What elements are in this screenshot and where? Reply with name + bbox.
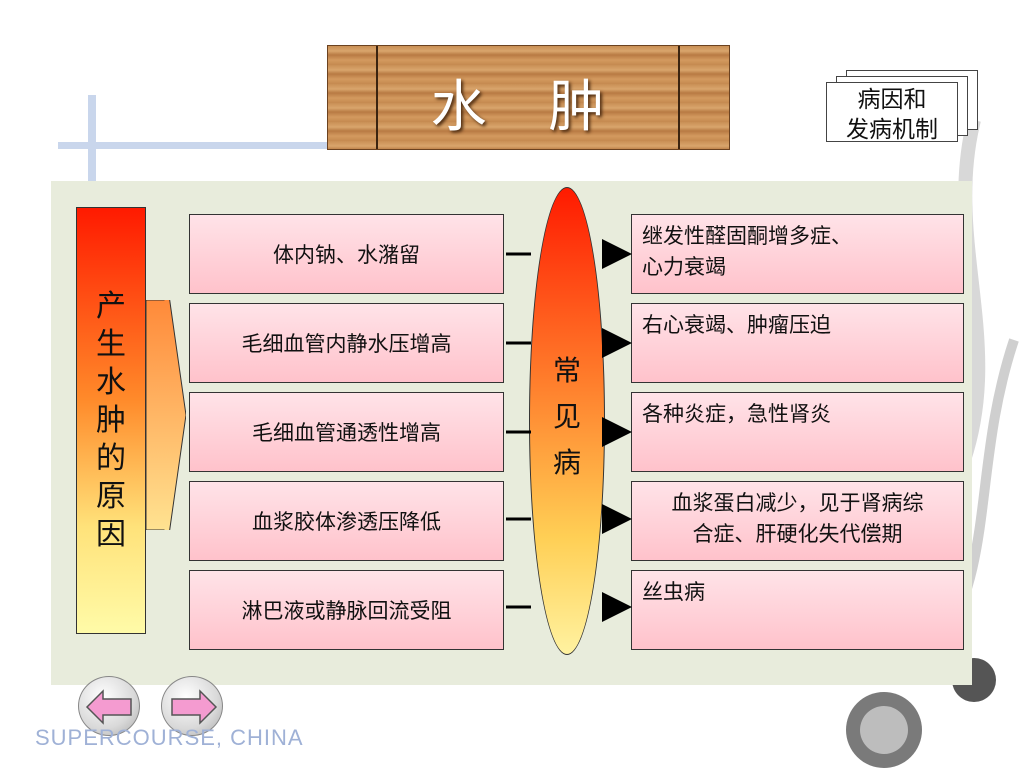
common-label-char: 病 (552, 446, 581, 479)
cause-label-char: 产 (96, 289, 126, 324)
cause-label-char: 因 (96, 517, 126, 552)
cause-box: 毛细血管内静水压增高 (189, 303, 504, 383)
cause-label-char: 的 (96, 441, 126, 476)
disease-line: 心力衰竭 (642, 255, 726, 279)
topic-note[interactable]: 病因和 发病机制 (826, 70, 978, 145)
title-banner: 水 肿 (327, 45, 730, 150)
disease-box: 丝虫病 (631, 570, 964, 650)
cause-label-char: 肿 (96, 403, 126, 438)
disease-box: 各种炎症，急性肾炎 (631, 392, 964, 472)
page-title: 水 肿 (430, 75, 627, 140)
cause-box: 淋巴液或静脉回流受阻 (189, 570, 504, 650)
cause-label-char: 水 (96, 365, 126, 400)
disease-line: 各种炎症，急性肾炎 (642, 402, 831, 426)
cause-pointer-arrow (146, 300, 186, 530)
disease-line: 血浆蛋白减少，见于肾病综 (671, 491, 924, 515)
note-text: 病因和 发病机制 (827, 85, 957, 145)
decorative-line-vertical (88, 95, 96, 190)
cause-label-char: 原 (96, 479, 126, 514)
disease-line: 继发性醛固酮增多症、 (642, 224, 852, 248)
cause-box: 体内钠、水潴留 (189, 214, 504, 294)
cause-box: 毛细血管通透性增高 (189, 392, 504, 472)
note-line-2: 发病机制 (846, 117, 938, 143)
plank-divider (678, 46, 680, 149)
cause-box: 血浆胶体渗透压降低 (189, 481, 504, 561)
cause-label-box: 产 生 水 肿 的 原 因 (76, 207, 146, 634)
footer-brand: SUPERCOURSE, CHINA (35, 725, 304, 750)
common-label: 常 见 病 (530, 348, 604, 486)
disease-line: 丝虫病 (642, 580, 705, 604)
disease-box: 右心衰竭、肿瘤压迫 (631, 303, 964, 383)
common-label-char: 见 (552, 400, 581, 433)
decorative-line-horizontal (58, 142, 348, 149)
right-arrow-icon (171, 689, 218, 725)
common-label-char: 常 (552, 354, 581, 387)
disease-box: 血浆蛋白减少，见于肾病综 合症、肝硬化失代偿期 (631, 481, 964, 561)
plank-divider (376, 46, 378, 149)
common-disease-oval: 常 见 病 (529, 187, 605, 655)
previous-button[interactable] (78, 676, 140, 736)
left-arrow-icon (85, 689, 132, 725)
disease-box: 继发性醛固酮增多症、 心力衰竭 (631, 214, 964, 294)
disease-line: 右心衰竭、肿瘤压迫 (642, 313, 831, 337)
note-sheet-front: 病因和 发病机制 (826, 82, 958, 145)
cause-label-char: 生 (96, 327, 126, 362)
disease-line: 合症、肝硬化失代偿期 (692, 522, 903, 546)
next-button[interactable] (161, 676, 223, 736)
cause-label: 产 生 水 肿 的 原 因 (77, 288, 145, 554)
note-line-1: 病因和 (857, 87, 927, 113)
